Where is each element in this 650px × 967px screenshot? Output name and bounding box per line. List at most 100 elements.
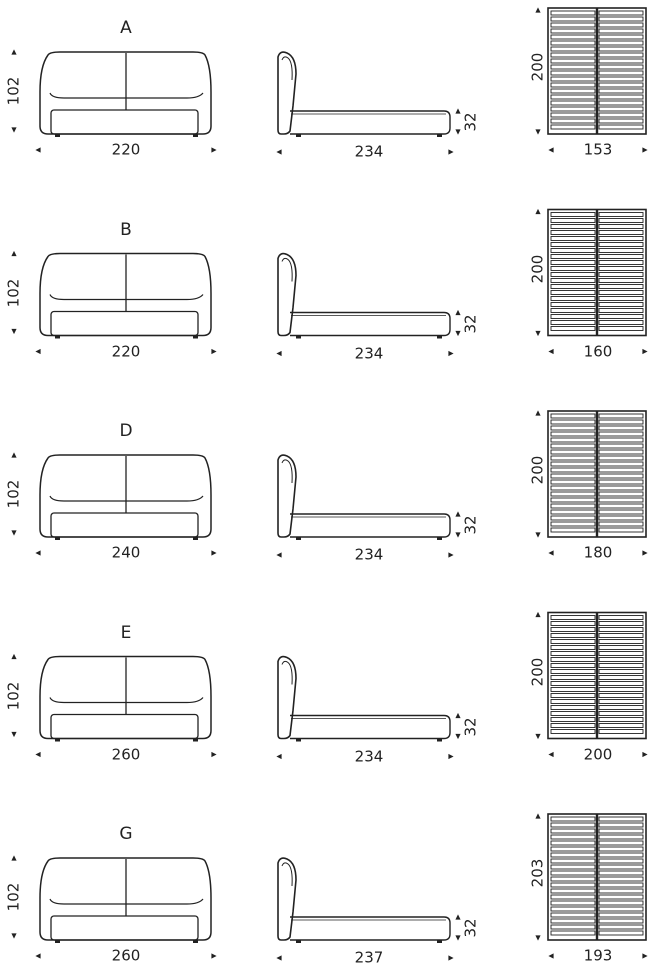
dimension-arrow — [455, 330, 461, 337]
slat — [550, 918, 596, 924]
slat — [550, 515, 596, 521]
slat — [598, 621, 644, 626]
slat — [550, 419, 596, 425]
slat — [550, 425, 596, 431]
side-length-value: 234 — [354, 747, 384, 765]
slat-width-dimension — [548, 550, 648, 556]
slat — [550, 272, 596, 277]
dimension-arrow — [276, 753, 282, 760]
side-height-value: 32 — [461, 112, 480, 132]
slat — [598, 10, 644, 16]
slat — [550, 864, 596, 870]
slat — [598, 918, 644, 924]
dimension-arrow — [211, 147, 217, 153]
side-height-dimension — [455, 712, 461, 740]
slat — [598, 864, 644, 870]
dimension-arrow — [535, 733, 541, 740]
slat-width-dimension — [548, 751, 648, 758]
dimension-arrow — [11, 127, 17, 133]
slat — [598, 224, 644, 229]
slat — [550, 449, 596, 455]
slat — [598, 94, 644, 100]
dimension-arrow — [548, 751, 554, 758]
dimension-arrow — [35, 147, 41, 153]
slat — [598, 290, 644, 295]
slat — [550, 615, 596, 620]
slat — [598, 296, 644, 301]
side-height-dimension — [455, 309, 461, 337]
slat — [598, 272, 644, 277]
slat — [550, 527, 596, 533]
slat — [598, 248, 644, 253]
dimension-arrow — [276, 350, 282, 357]
dimension-arrow — [11, 49, 17, 55]
dimension-arrow — [276, 552, 282, 558]
dimension-arrow — [535, 813, 541, 819]
slat — [550, 10, 596, 16]
slat — [598, 437, 644, 443]
slat-length-dimension — [535, 208, 541, 337]
slat — [598, 828, 644, 834]
dimension-arrow — [535, 7, 541, 13]
slat — [598, 425, 644, 431]
front-width-value: 220 — [111, 140, 141, 159]
slat — [550, 455, 596, 461]
slat — [598, 230, 644, 235]
dimension-arrow — [211, 953, 217, 959]
slat — [598, 413, 644, 419]
dimension-arrow — [455, 129, 461, 135]
dimension-arrow — [535, 410, 541, 416]
slat — [550, 639, 596, 644]
slat — [550, 924, 596, 930]
slat — [598, 906, 644, 912]
slat — [598, 314, 644, 319]
side-view — [277, 252, 451, 339]
slat-length-dimension — [535, 611, 541, 740]
slat — [550, 675, 596, 680]
side-length-value: 234 — [354, 545, 384, 564]
slat — [550, 633, 596, 638]
slat — [598, 100, 644, 106]
slat-width-dimension — [548, 147, 648, 153]
slat — [598, 58, 644, 64]
front-width-value: 260 — [111, 745, 141, 763]
slat — [598, 112, 644, 118]
slat — [550, 326, 596, 331]
slat — [550, 491, 596, 497]
front-height-dimension — [11, 653, 17, 738]
slat — [550, 693, 596, 698]
slat — [550, 461, 596, 467]
slat — [598, 503, 644, 509]
slat — [550, 308, 596, 313]
side-length-dimension — [276, 552, 454, 558]
slat — [550, 118, 596, 124]
front-width-dimension — [35, 550, 217, 556]
side-height-dimension — [455, 914, 461, 941]
slat — [550, 22, 596, 28]
slat — [550, 503, 596, 509]
slat — [550, 70, 596, 76]
slat — [598, 70, 644, 76]
dimension-arrow — [548, 953, 554, 959]
slat — [550, 882, 596, 888]
side-length-value: 237 — [354, 948, 384, 967]
slat — [598, 894, 644, 900]
slat-frame-top-view — [547, 208, 647, 337]
dimension-arrow — [448, 753, 454, 760]
side-length-dimension — [276, 149, 454, 155]
model-letter: D — [119, 421, 133, 441]
slat — [550, 278, 596, 283]
slat — [598, 491, 644, 497]
slat — [550, 467, 596, 473]
side-view — [277, 454, 451, 540]
slat — [598, 473, 644, 479]
front-width-dimension — [35, 953, 217, 959]
slat — [598, 212, 644, 217]
slat — [550, 88, 596, 94]
dimension-arrow — [11, 530, 17, 536]
slat — [598, 431, 644, 437]
slat-length-value: 200 — [528, 52, 547, 82]
slat — [598, 22, 644, 28]
slat — [598, 467, 644, 473]
